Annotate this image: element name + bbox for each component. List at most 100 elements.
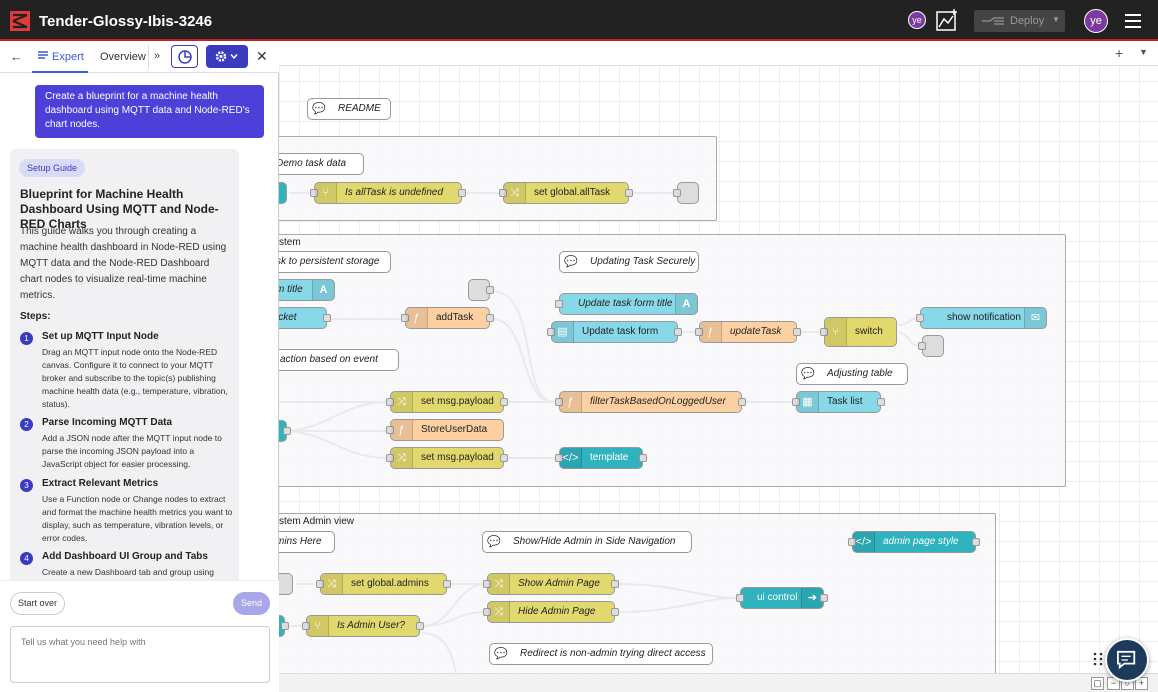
step-title: Add Dashboard UI Group and Tabs — [42, 551, 208, 562]
divider — [148, 45, 149, 69]
send-button[interactable]: Send — [233, 592, 270, 615]
comment-node[interactable]: 💬 Redirect is non-admin trying direct ac… — [489, 643, 713, 665]
steps-heading: Steps: — [20, 311, 51, 322]
change-node[interactable]: ⤨ set global.admins — [320, 573, 447, 595]
function-node[interactable]: ƒ filterTaskBasedOnLoggedUser — [559, 391, 742, 413]
template-node[interactable]: </> template — [559, 447, 643, 469]
canvas-footer: ▢ − ○ + — [279, 673, 1158, 692]
switch-node[interactable]: ⑂ switch — [824, 317, 897, 347]
change-node[interactable]: ⤨ set global.allTask — [503, 182, 629, 204]
comment-node[interactable]: action based on event — [279, 349, 399, 371]
user-avatar[interactable]: ye — [1084, 9, 1108, 33]
change-node[interactable]: ⤨ Show Admin Page — [487, 573, 615, 595]
chat-help-button[interactable] — [1105, 638, 1149, 682]
switch-node[interactable]: ⑂ Is Admin User? — [306, 615, 420, 637]
change-node[interactable]: ⤨ set msg.payload — [390, 447, 504, 469]
map-icon[interactable]: ▢ — [1091, 677, 1104, 690]
switch-icon: ⑂ — [307, 616, 329, 636]
back-icon[interactable]: ← — [10, 49, 23, 64]
step-title: Parse Incoming MQTT Data — [42, 417, 172, 428]
tab-overview[interactable]: Overview — [100, 51, 146, 63]
group-label: ystem Admin view — [279, 516, 354, 527]
close-icon[interactable]: ✕ — [256, 48, 268, 65]
change-icon: ⤨ — [504, 183, 526, 203]
comment-node[interactable]: sk to persistent storage — [279, 251, 391, 273]
envelope-icon: ✉ — [1024, 308, 1046, 328]
comment-icon: 💬 — [797, 364, 819, 384]
step-title: Extract Relevant Metrics — [42, 478, 158, 489]
logo-icon — [10, 11, 30, 31]
template-node[interactable]: </> admin page style — [852, 531, 976, 553]
ui-control-node[interactable]: ui control ➔ — [740, 587, 824, 609]
comment-node[interactable]: 💬 Show/Hide Admin in Side Navigation — [482, 531, 692, 553]
comment-node[interactable]: 💬 Updating Task Securely — [559, 251, 699, 273]
function-node[interactable]: ƒ StoreUserData — [390, 419, 504, 441]
settings-button[interactable] — [206, 45, 248, 68]
step-number: 2 — [20, 418, 33, 431]
ui-text-node[interactable]: Update task form title A — [559, 293, 698, 315]
chart-icon[interactable] — [936, 9, 958, 31]
switch-icon: ⑂ — [825, 318, 847, 346]
flow-node[interactable] — [279, 182, 287, 204]
start-over-button[interactable]: Start over — [10, 592, 65, 615]
change-node[interactable]: ⤨ set msg.payload — [390, 391, 504, 413]
flow-canvas[interactable]: + ▼ — [279, 41, 1158, 692]
change-icon: ⤨ — [321, 574, 343, 594]
flow-node[interactable] — [279, 420, 287, 442]
comment-icon: 💬 — [483, 532, 505, 552]
chevron-down-icon[interactable]: ▼ — [1052, 15, 1060, 24]
doc-icon — [38, 51, 48, 61]
ui-text-node[interactable]: m title A — [279, 279, 335, 301]
panel-tabs: ← Expert Overview » ✕ — [0, 41, 279, 73]
comment-icon: 💬 — [560, 252, 582, 272]
ui-table-node[interactable]: ▦ Task list — [796, 391, 881, 413]
step-desc: Create a new Dashboard tab and group usi… — [42, 566, 234, 579]
function-node[interactable]: ƒ addTask — [405, 307, 490, 329]
tab-expert[interactable]: Expert — [32, 41, 88, 73]
switch-icon: ⑂ — [315, 183, 337, 203]
drag-grip-icon[interactable] — [1093, 652, 1103, 666]
change-node[interactable]: ⤨ Hide Admin Page — [487, 601, 615, 623]
function-icon: ƒ — [700, 322, 722, 342]
link-out-node[interactable] — [677, 182, 699, 204]
flow-group[interactable] — [279, 136, 717, 221]
link-in-node[interactable] — [468, 279, 490, 301]
ui-form-node[interactable]: icket — [279, 307, 327, 329]
function-icon: ƒ — [406, 308, 428, 328]
guide-intro: This guide walks you through creating a … — [20, 224, 234, 304]
link-out-node[interactable] — [922, 335, 944, 357]
comment-node[interactable]: mins Here — [279, 531, 335, 553]
avatar-small[interactable]: ye — [908, 11, 926, 29]
comment-icon: 💬 — [490, 644, 512, 664]
ui-form-node[interactable]: ▤ Update task form — [551, 321, 678, 343]
step-number: 3 — [20, 479, 33, 492]
comment-node[interactable]: Demo task data — [279, 153, 364, 175]
flow-node[interactable] — [279, 573, 293, 595]
function-node[interactable]: ƒ updateTask — [699, 321, 797, 343]
deploy-button[interactable]: Deploy ▼ — [974, 10, 1065, 32]
change-icon: ⤨ — [488, 602, 510, 622]
chat-composer: Start over Send — [0, 580, 279, 692]
flow-node[interactable] — [279, 615, 285, 637]
change-icon: ⤨ — [488, 574, 510, 594]
switch-node[interactable]: ⑂ Is allTask is undefined — [314, 182, 462, 204]
function-icon: ƒ — [560, 392, 582, 412]
table-icon: ▦ — [797, 392, 819, 412]
double-chevron-right-icon[interactable]: » — [154, 50, 160, 62]
step-title: Set up MQTT Input Node — [42, 331, 159, 342]
setup-guide: Setup Guide Blueprint for Machine Health… — [10, 149, 239, 580]
comment-node[interactable]: 💬 README — [307, 98, 391, 120]
user-message: Create a blueprint for a machine health … — [35, 85, 264, 138]
comment-icon: 💬 — [308, 99, 330, 119]
group-label: ystem — [279, 237, 301, 248]
chat-area: Create a blueprint for a machine health … — [0, 74, 279, 580]
code-icon: </> — [560, 448, 582, 468]
guide-chip: Setup Guide — [19, 159, 85, 177]
comment-node[interactable]: 💬 Adjusting table — [796, 363, 908, 385]
hamburger-icon[interactable] — [1125, 14, 1141, 28]
chat-input[interactable] — [10, 626, 270, 683]
tab-expert-label: Expert — [52, 51, 84, 63]
ui-notification-node[interactable]: show notification ✉ — [920, 307, 1047, 329]
top-header: Tender-Glossy-Ibis-3246 ye Deploy ▼ ye — [0, 0, 1158, 41]
insights-button[interactable] — [171, 45, 198, 68]
